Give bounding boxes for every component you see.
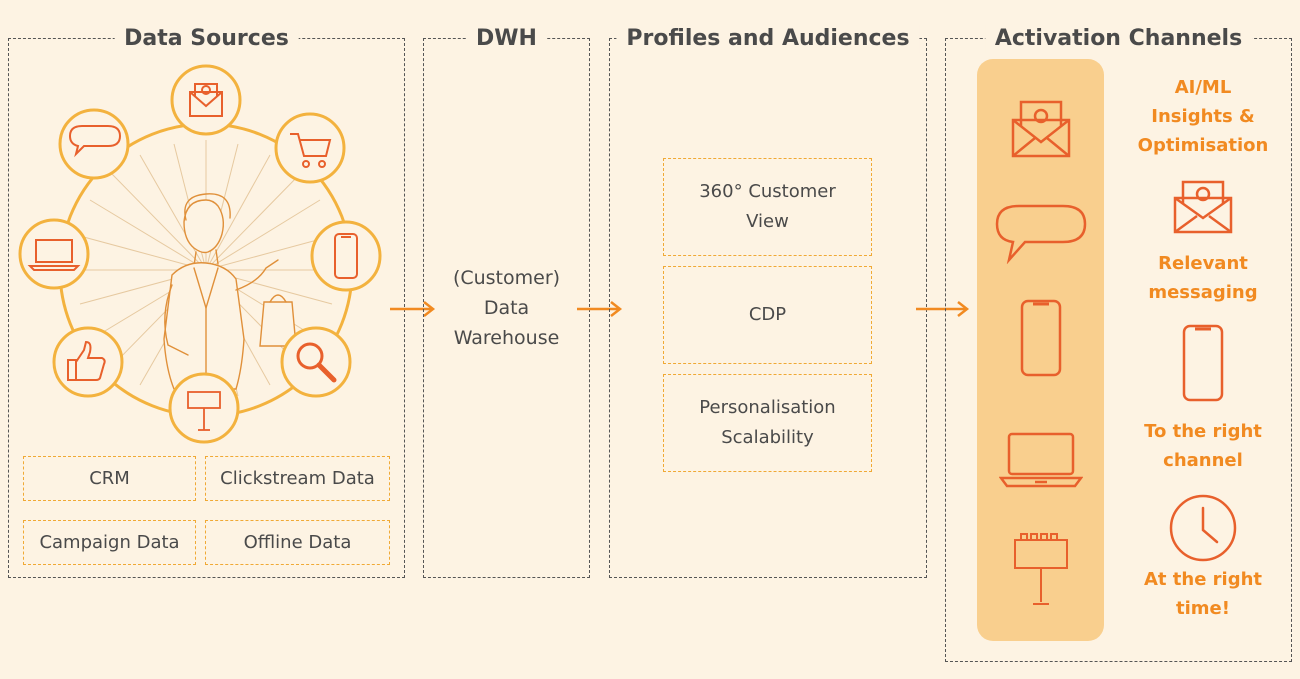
activation-panel: Activation Channels — [945, 25, 1292, 662]
clock-icon — [1169, 494, 1237, 562]
source-box-clickstream: Clickstream Data — [205, 456, 390, 501]
source-box-campaign: Campaign Data — [23, 520, 196, 565]
arrow-sources-to-dwh — [390, 301, 436, 317]
source-box-offline: Offline Data — [205, 520, 390, 565]
channel-email-icon — [1011, 100, 1071, 158]
channel-smartphone-icon — [1020, 299, 1062, 377]
label-right-time: At the right time! — [1143, 569, 1263, 619]
dwh-title: DWH — [466, 25, 547, 53]
thumbs-up-icon — [52, 326, 124, 398]
channel-laptop-icon — [999, 432, 1083, 488]
billboard-icon — [168, 372, 240, 444]
label-right-channel: To the right channel — [1144, 421, 1262, 471]
profiles-title: Profiles and Audiences — [616, 25, 920, 53]
activation-title: Activation Channels — [984, 25, 1253, 53]
channel-billboard-icon — [1014, 533, 1068, 605]
magnifier-icon — [280, 326, 352, 398]
laptop-icon — [18, 218, 90, 290]
woman-illustration — [163, 193, 297, 390]
profile-box-cdp: CDP — [663, 266, 872, 364]
profiles-panel: Profiles and Audiences — [609, 25, 927, 578]
label-smartphone-icon — [1182, 324, 1224, 402]
data-sources-title: Data Sources — [114, 25, 299, 53]
arrow-profiles-to-activation — [916, 301, 970, 317]
label-relevant-messaging: Relevant messaging — [1148, 253, 1258, 303]
profile-box-personalisation: Personalisation Scalability — [663, 374, 872, 472]
channel-speech-bubble-icon — [995, 204, 1087, 264]
data-sources-panel: Data Sources — [8, 25, 405, 578]
label-email-icon — [1173, 180, 1233, 234]
arrow-dwh-to-profiles — [577, 301, 623, 317]
source-box-crm: CRM — [23, 456, 196, 501]
smartphone-icon — [310, 220, 382, 292]
shopping-cart-icon — [274, 112, 346, 184]
dwh-label: (Customer) Data Warehouse — [452, 267, 561, 349]
email-icon — [170, 64, 242, 136]
speech-bubble-icon — [58, 108, 130, 180]
profile-box-360-view: 360° Customer View — [663, 158, 872, 256]
label-ai-ml-insights: AI/ML Insights & Optimisation — [1137, 77, 1269, 156]
